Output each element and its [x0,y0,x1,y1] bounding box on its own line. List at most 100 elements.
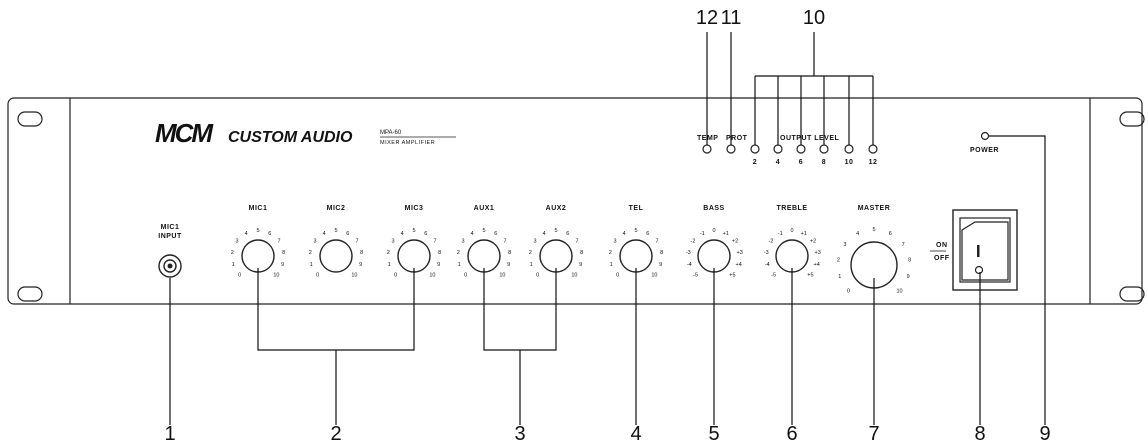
knob-scale-tick: 8 [438,250,441,256]
output-level-label: OUTPUT LEVEL [780,135,840,142]
knob-scale-tick: 5 [872,227,875,233]
output-level-led [773,144,783,154]
knob-scale-tick: 4 [245,231,248,237]
knob-scale-tick: 9 [359,262,362,268]
callout-number-3: 3 [514,423,525,445]
knob-scale-tick: 6 [494,231,497,237]
knob-label: AUX2 [546,205,567,212]
knob-scale-tick: 6 [646,231,649,237]
knob-scale-tick: 8 [360,250,363,256]
knob-scale-tick: 0 [616,272,619,278]
knob-scale-tick: 7 [355,239,358,245]
output-level-step-label: 6 [799,159,803,166]
knob-scale-tick: +5 [729,272,735,278]
knob-scale-tick: 3 [613,239,616,245]
knob-scale-tick: 3 [461,239,464,245]
knob-scale-tick: -1 [700,231,705,237]
knob-scale-tick: 4 [623,231,626,237]
callout-number-9: 9 [1039,423,1050,445]
knob-scale-tick: -3 [686,250,691,256]
knob-scale-tick: -5 [693,272,698,278]
knob-scale-tick: 2 [457,250,460,256]
knob-scale-tick: 5 [334,228,337,234]
brand-mcm: MCM [155,118,214,148]
knob-scale-tick: 10 [651,272,657,278]
output-level-led [819,144,829,154]
knob-scale-tick: 3 [843,242,846,248]
off-label: OFF [934,255,950,262]
knob-scale-tick: -4 [765,262,770,268]
knob-scale-tick: 7 [433,239,436,245]
mic1-input-jack[interactable]: MIC1 INPUT [158,224,182,278]
knob-scale-tick: 0 [712,228,715,234]
knob-scale-tick: 0 [464,272,467,278]
callout-number-10: 10 [803,7,825,29]
knob-scale-tick: -2 [691,239,696,245]
callout-number-8: 8 [974,423,985,445]
switch-off-mark [974,265,984,275]
knob-scale-tick: +4 [736,262,742,268]
model-subtitle: MIXER AMPLIFIER [380,140,435,146]
knob-scale-tick: 8 [580,250,583,256]
rack-hole-bottom-left [17,286,43,302]
brand-custom-audio: CUSTOM AUDIO [228,129,353,146]
knob-scale-tick: 10 [351,272,357,278]
knob-scale-tick: 9 [579,262,582,268]
callout-number-11: 11 [721,7,742,29]
mic1-input-label-line2: INPUT [158,233,182,240]
callout-9-line [989,135,1046,425]
power-label: POWER [970,147,999,154]
output-level-led [796,144,806,154]
knob-scale-tick: +5 [807,272,813,278]
knob-scale-tick: 1 [310,262,313,268]
knob-scale-tick: 2 [309,250,312,256]
knob-scale-tick: 1 [232,262,235,268]
knob-scale-tick: 1 [388,262,391,268]
knob-dial [319,239,353,273]
knob-label: TEL [629,205,644,212]
prot-label: PROT [726,135,748,142]
knob-scale-tick: 10 [896,289,902,295]
callout-number-2: 2 [330,423,341,445]
knob-scale-tick: 1 [530,262,533,268]
knob-scale-tick: +3 [737,250,743,256]
knob-scale-tick: +1 [801,231,807,237]
knob-scale-tick: 2 [529,250,532,256]
knob-scale-tick: -5 [771,272,776,278]
callout-number-7: 7 [868,423,879,445]
knob-dial [775,239,809,273]
callout-3-bracket [483,268,557,351]
knob-label: MIC1 [249,205,268,212]
knob-scale-tick: 6 [424,231,427,237]
power-switch[interactable]: ON OFF [930,209,1018,291]
knob-dial [467,239,501,273]
knob-scale-tick: 6 [268,231,271,237]
callout-number-1: 1 [164,423,175,445]
callout-lines [169,32,1046,425]
output-level-step-label: 4 [776,159,780,166]
panel-outline [7,97,1143,305]
knob-scale-tick: 7 [655,239,658,245]
knob-label: AUX1 [474,205,495,212]
knob-scale-tick: 4 [323,231,326,237]
knob-scale-tick: 1 [610,262,613,268]
switch-on-mark [977,245,980,257]
brand-logo: MCM CUSTOM AUDIO MPA-60 MIXER AMPLIFIER [155,118,456,148]
output-level-led [868,144,878,154]
callout-number-4: 4 [630,423,641,445]
knob-scale-tick: 9 [507,262,510,268]
